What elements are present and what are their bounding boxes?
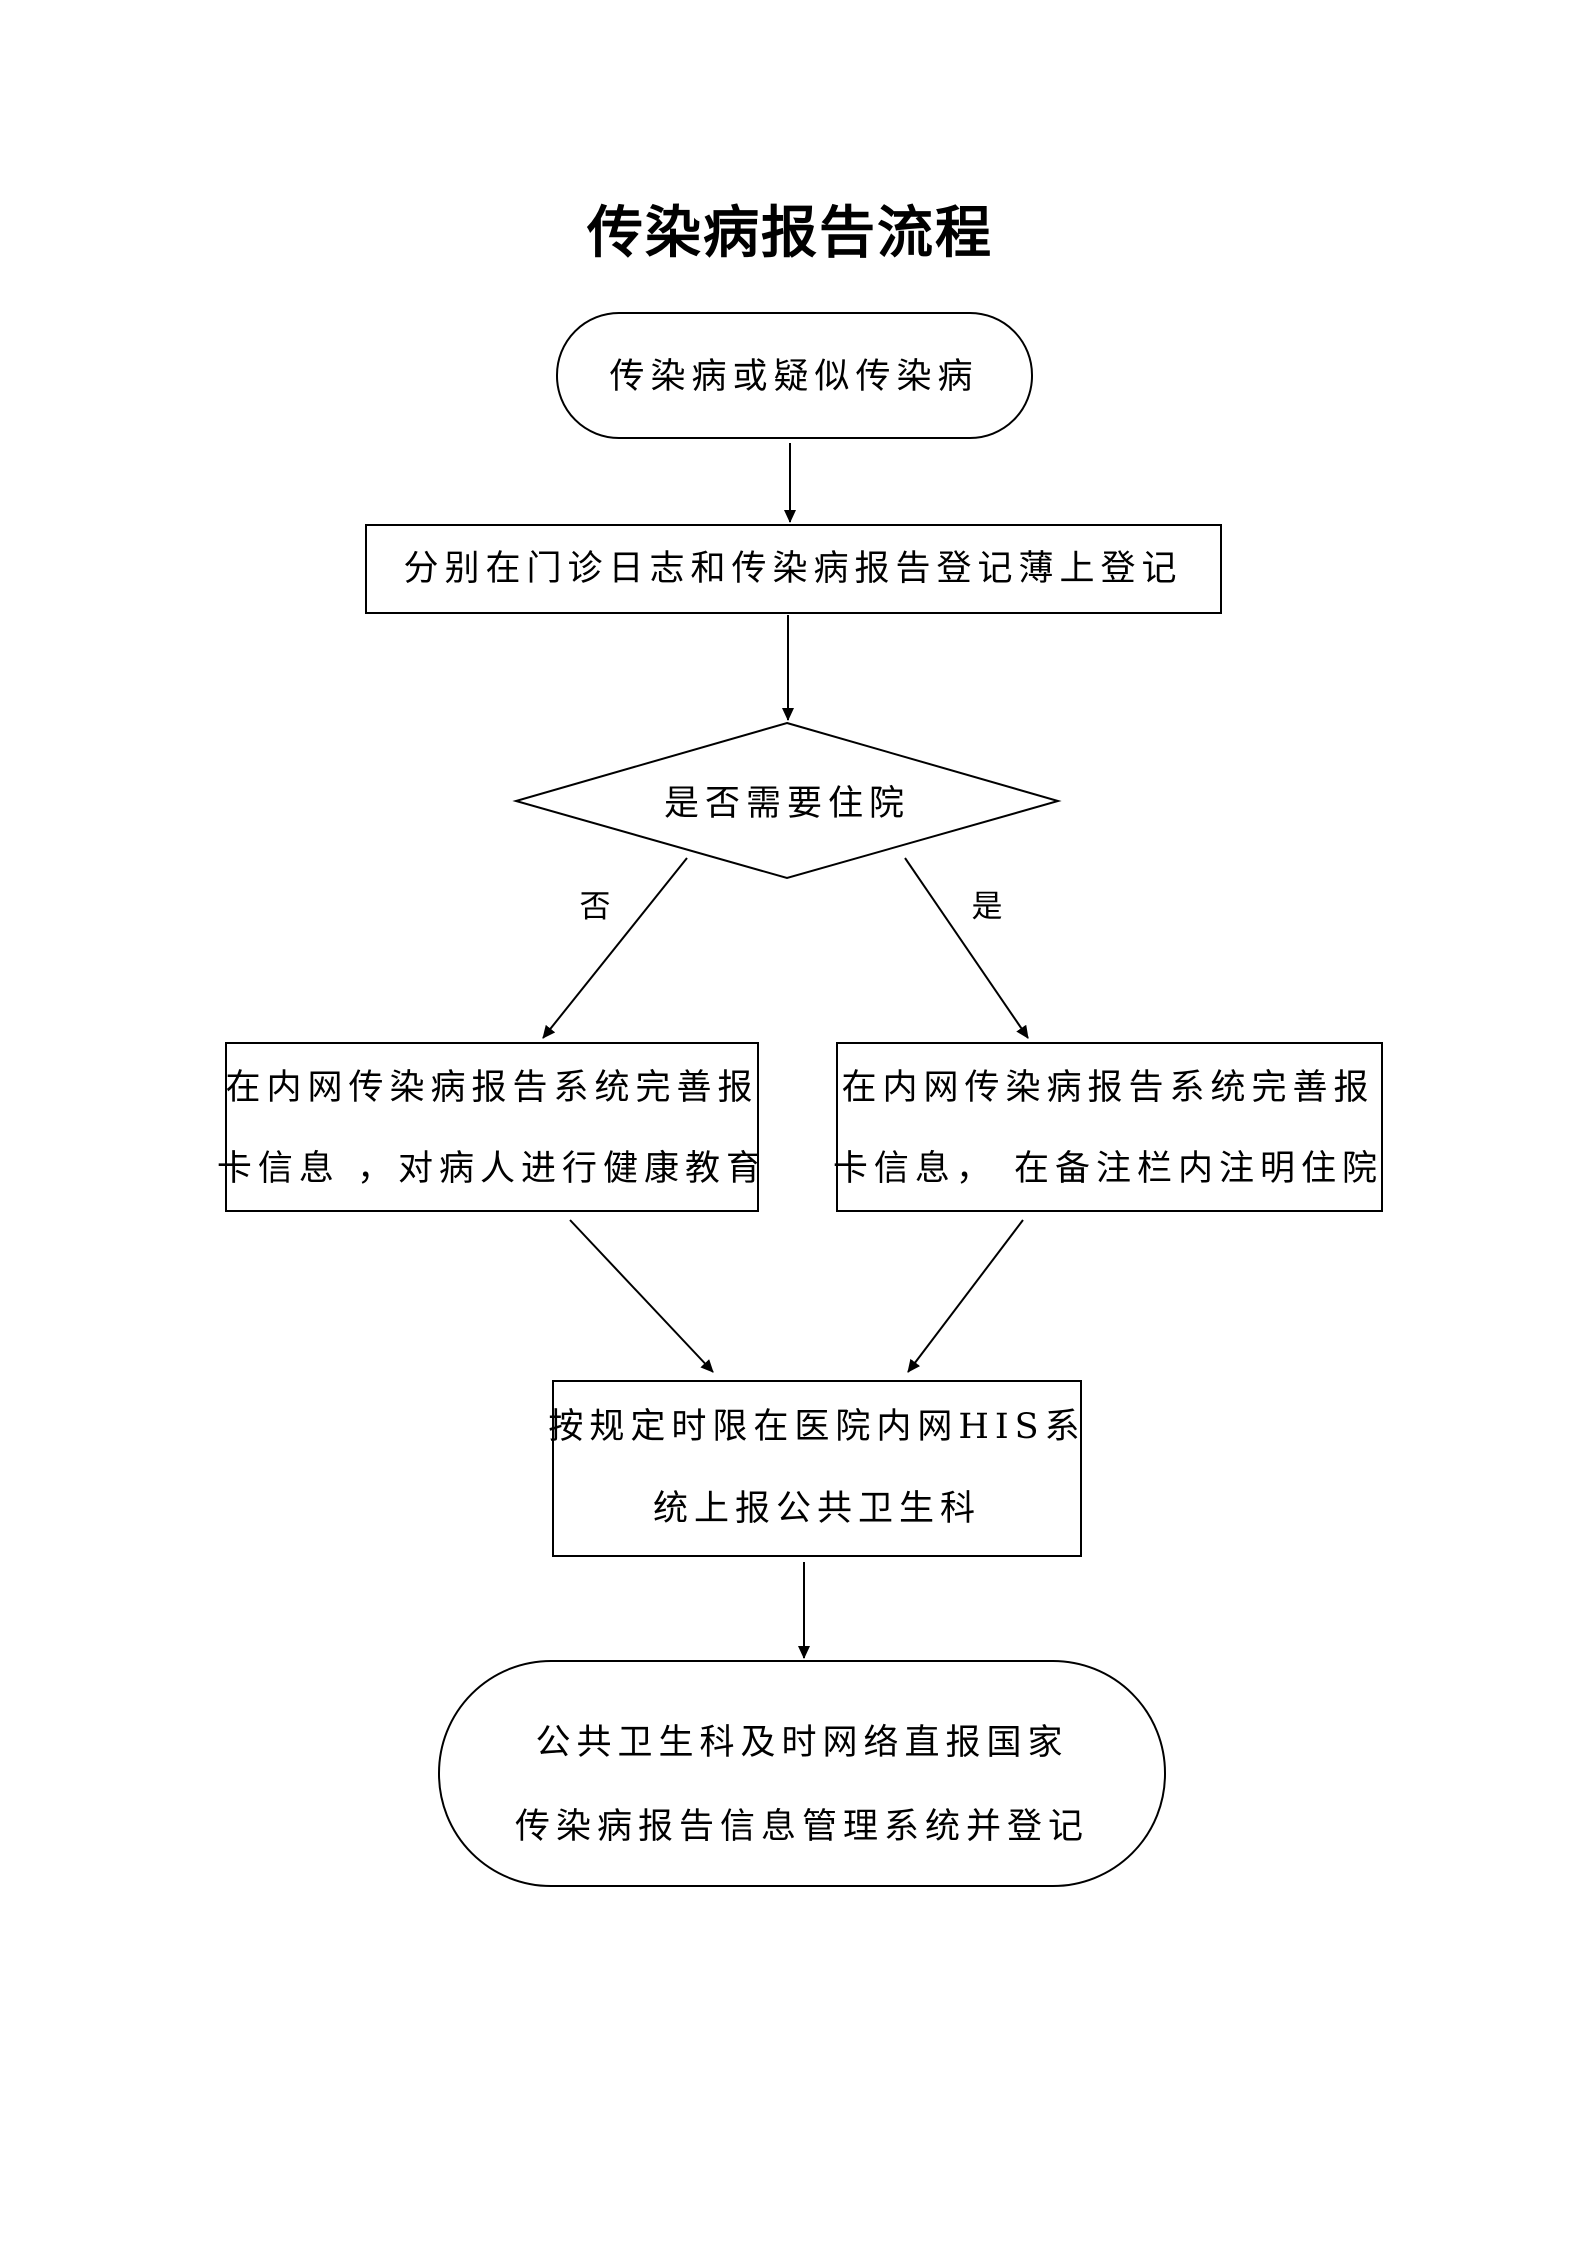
- no-branch-label: 否: [580, 889, 611, 925]
- register-node-label: 分别在门诊日志和传染病报告登记薄上登记: [403, 549, 1182, 589]
- inpatient-node: [836, 1042, 1383, 1212]
- arrow-left-to-his: [569, 1219, 714, 1373]
- end-node-line1: 公共卫生科及时网络直报国家: [535, 1723, 1068, 1763]
- end-node-line2: 传染病报告信息管理系统并登记: [515, 1807, 1089, 1847]
- arrow-decision-to-right: [904, 857, 1029, 1039]
- inpatient-node-line1: 在内网传染病报告系统完善报: [841, 1068, 1374, 1108]
- register-node: [365, 524, 1222, 614]
- his-report-node-line1: 按规定时限在医院内网HIS系: [548, 1407, 1085, 1447]
- outpatient-node: [225, 1042, 759, 1212]
- arrow-decision-to-left: [542, 857, 688, 1039]
- start-node: [556, 312, 1033, 439]
- yes-branch-label: 是: [972, 889, 1003, 925]
- end-node: [438, 1660, 1166, 1887]
- outpatient-node-line1: 在内网传染病报告系统完善报: [225, 1068, 758, 1108]
- decision-node-label: 是否需要住院: [664, 784, 910, 824]
- decision-node: [512, 721, 1062, 880]
- page-title: 传染病报告流程: [586, 200, 993, 266]
- his-report-node-line2: 统上报公共卫生科: [653, 1489, 981, 1529]
- his-report-node: [552, 1380, 1082, 1557]
- outpatient-node-line2: 卡信息 ，对病人进行健康教育: [217, 1149, 767, 1189]
- start-node-label: 传染病或疑似传染病: [609, 357, 978, 397]
- inpatient-node-line2: 卡信息， 在备注栏内注明住院: [833, 1149, 1383, 1189]
- arrow-right-to-his: [907, 1219, 1024, 1373]
